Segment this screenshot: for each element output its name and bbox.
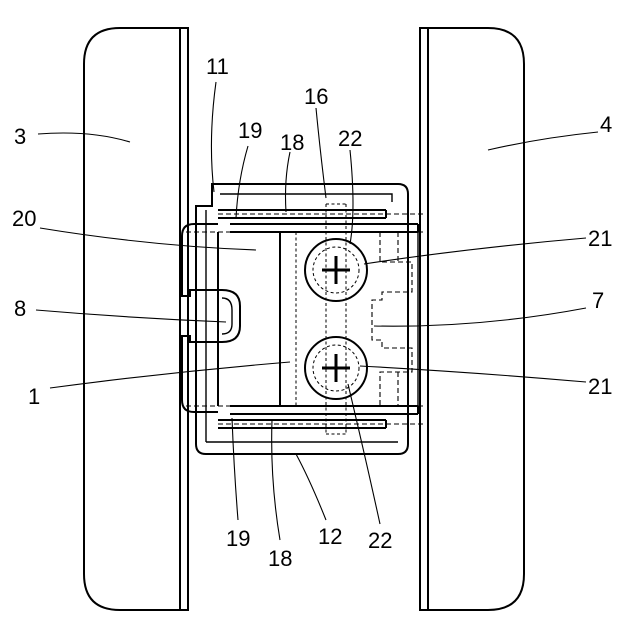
label-20: 20 [12, 206, 36, 231]
leader-lines [36, 82, 598, 540]
label-1: 1 [28, 384, 40, 409]
label-18-bottom: 18 [268, 546, 292, 571]
label-3: 3 [14, 124, 26, 149]
label-8: 8 [14, 296, 26, 321]
label-12: 12 [318, 524, 342, 549]
label-11: 11 [206, 54, 229, 79]
label-18-top: 18 [280, 130, 304, 155]
upper-screw [305, 239, 367, 301]
label-4: 4 [600, 112, 612, 137]
label-22-top: 22 [338, 126, 362, 151]
reference-lines [186, 214, 426, 424]
label-19-top: 19 [238, 118, 262, 143]
label-21-bottom: 21 [588, 374, 612, 399]
label-22-bottom: 22 [368, 528, 392, 553]
right-door-panel [420, 28, 524, 610]
upper-rail [218, 210, 418, 232]
hinge-block [218, 232, 418, 406]
label-21-top: 21 [588, 226, 612, 251]
label-19-bottom: 19 [226, 526, 250, 551]
lower-screw [305, 337, 367, 399]
lower-rail [218, 406, 418, 428]
label-16: 16 [304, 84, 328, 109]
reference-labels: 3 4 11 19 18 16 22 20 21 8 7 1 21 19 18 … [12, 54, 612, 571]
left-bracket-arm [182, 224, 240, 412]
label-7: 7 [592, 288, 604, 313]
